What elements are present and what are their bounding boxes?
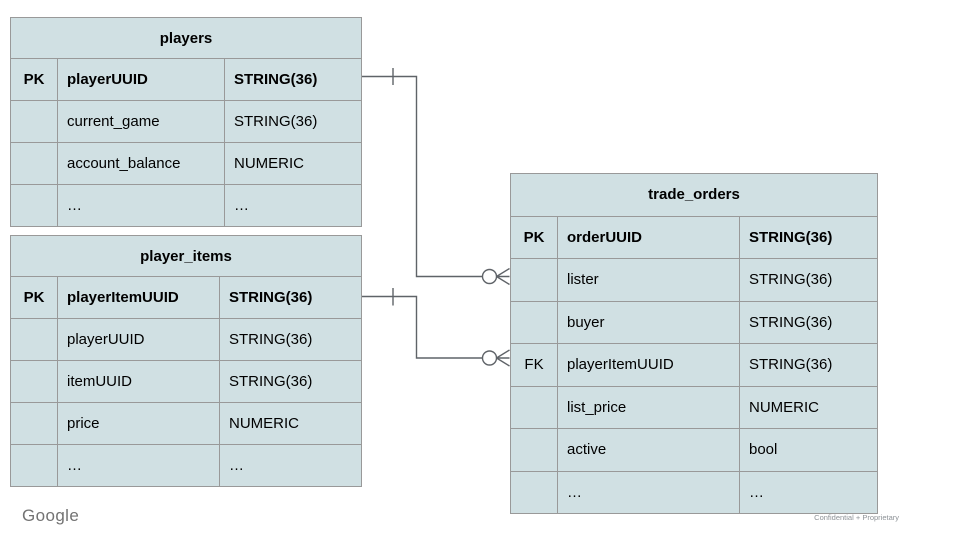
field-type-cell: … [223,184,363,227]
key-cell: PK [10,58,58,101]
field-name-cell: current_game [57,100,225,143]
key-cell [510,300,558,344]
field-type-cell: STRING(36) [218,318,363,361]
field-type-cell: NUMERIC [223,142,363,185]
field-name-cell: orderUUID [557,215,740,259]
cardinality-zero-circle [481,268,498,285]
field-type-cell: STRING(36) [739,300,878,344]
table-row: current_game STRING(36) [10,100,363,143]
field-name-cell: account_balance [57,142,225,185]
trade-orders-table: trade_orders PK orderUUID STRING(36) lis… [510,173,878,514]
key-cell [510,470,558,514]
cardinality-many-crowsfoot [496,349,510,367]
table-row: playerUUID STRING(36) [10,318,363,361]
key-cell [10,444,58,487]
table-row: … … [10,184,363,227]
field-name-cell: … [557,470,740,514]
players-table: players PK playerUUID STRING(36) current… [9,17,363,227]
confidential-label: Confidential + Proprietary [814,513,899,522]
table-title-row: trade_orders [510,173,878,217]
google-logo: Google [22,506,80,525]
table-row: PK playerUUID STRING(36) [10,58,363,101]
field-type-cell: … [218,444,363,487]
table-row: FK playerItemUUID STRING(36) [510,343,878,387]
field-type-cell: NUMERIC [218,402,363,445]
field-name-cell: … [57,444,220,487]
connector-player-items-to-trade-orders [361,288,510,367]
field-name-cell: playerItemUUID [57,276,220,319]
key-cell [510,428,558,472]
key-cell [10,360,58,403]
field-name-cell: active [557,428,740,472]
key-cell [10,184,58,227]
connector-path [361,75,483,278]
connector-players-to-trade-orders [361,68,510,286]
field-name-cell: playerUUID [57,58,225,101]
table-row: PK playerItemUUID STRING(36) [10,276,363,319]
table-row: list_price NUMERIC [510,385,878,429]
field-name-cell: … [57,184,225,227]
table-row: PK orderUUID STRING(36) [510,215,878,259]
field-type-cell: STRING(36) [739,258,878,302]
cardinality-many-crowsfoot [496,267,510,286]
field-type-cell: STRING(36) [218,276,363,319]
key-cell [10,402,58,445]
cardinality-zero-circle [481,350,498,366]
key-cell: PK [10,276,58,319]
trade-orders-table-title: trade_orders [510,173,878,217]
field-name-cell: itemUUID [57,360,220,403]
table-row: lister STRING(36) [510,258,878,302]
table-title-row: players [9,17,363,59]
field-name-cell: buyer [557,300,740,344]
field-type-cell: STRING(36) [739,215,878,259]
field-name-cell: price [57,402,220,445]
field-type-cell: STRING(36) [223,58,363,101]
connector-path [361,295,483,359]
players-table-title: players [9,17,363,59]
key-cell: FK [510,343,558,387]
field-name-cell: playerUUID [57,318,220,361]
field-type-cell: STRING(36) [218,360,363,403]
table-row: buyer STRING(36) [510,300,878,344]
key-cell [10,318,58,361]
player-items-table: player_items PK playerItemUUID STRING(36… [9,235,363,487]
field-name-cell: lister [557,258,740,302]
table-row: itemUUID STRING(36) [10,360,363,403]
key-cell [510,258,558,302]
field-name-cell: list_price [557,385,740,429]
key-cell [10,142,58,185]
field-type-cell: NUMERIC [739,385,878,429]
key-cell [10,100,58,143]
table-row: … … [10,444,363,487]
field-type-cell: STRING(36) [739,343,878,387]
field-type-cell: STRING(36) [223,100,363,143]
table-row: active bool [510,428,878,472]
table-row: price NUMERIC [10,402,363,445]
field-type-cell: … [739,470,878,514]
key-cell [510,385,558,429]
field-name-cell: playerItemUUID [557,343,740,387]
table-title-row: player_items [9,235,363,277]
player-items-table-title: player_items [9,235,363,277]
key-cell: PK [510,215,558,259]
table-row: … … [510,470,878,514]
table-row: account_balance NUMERIC [10,142,363,185]
field-type-cell: bool [739,428,878,472]
